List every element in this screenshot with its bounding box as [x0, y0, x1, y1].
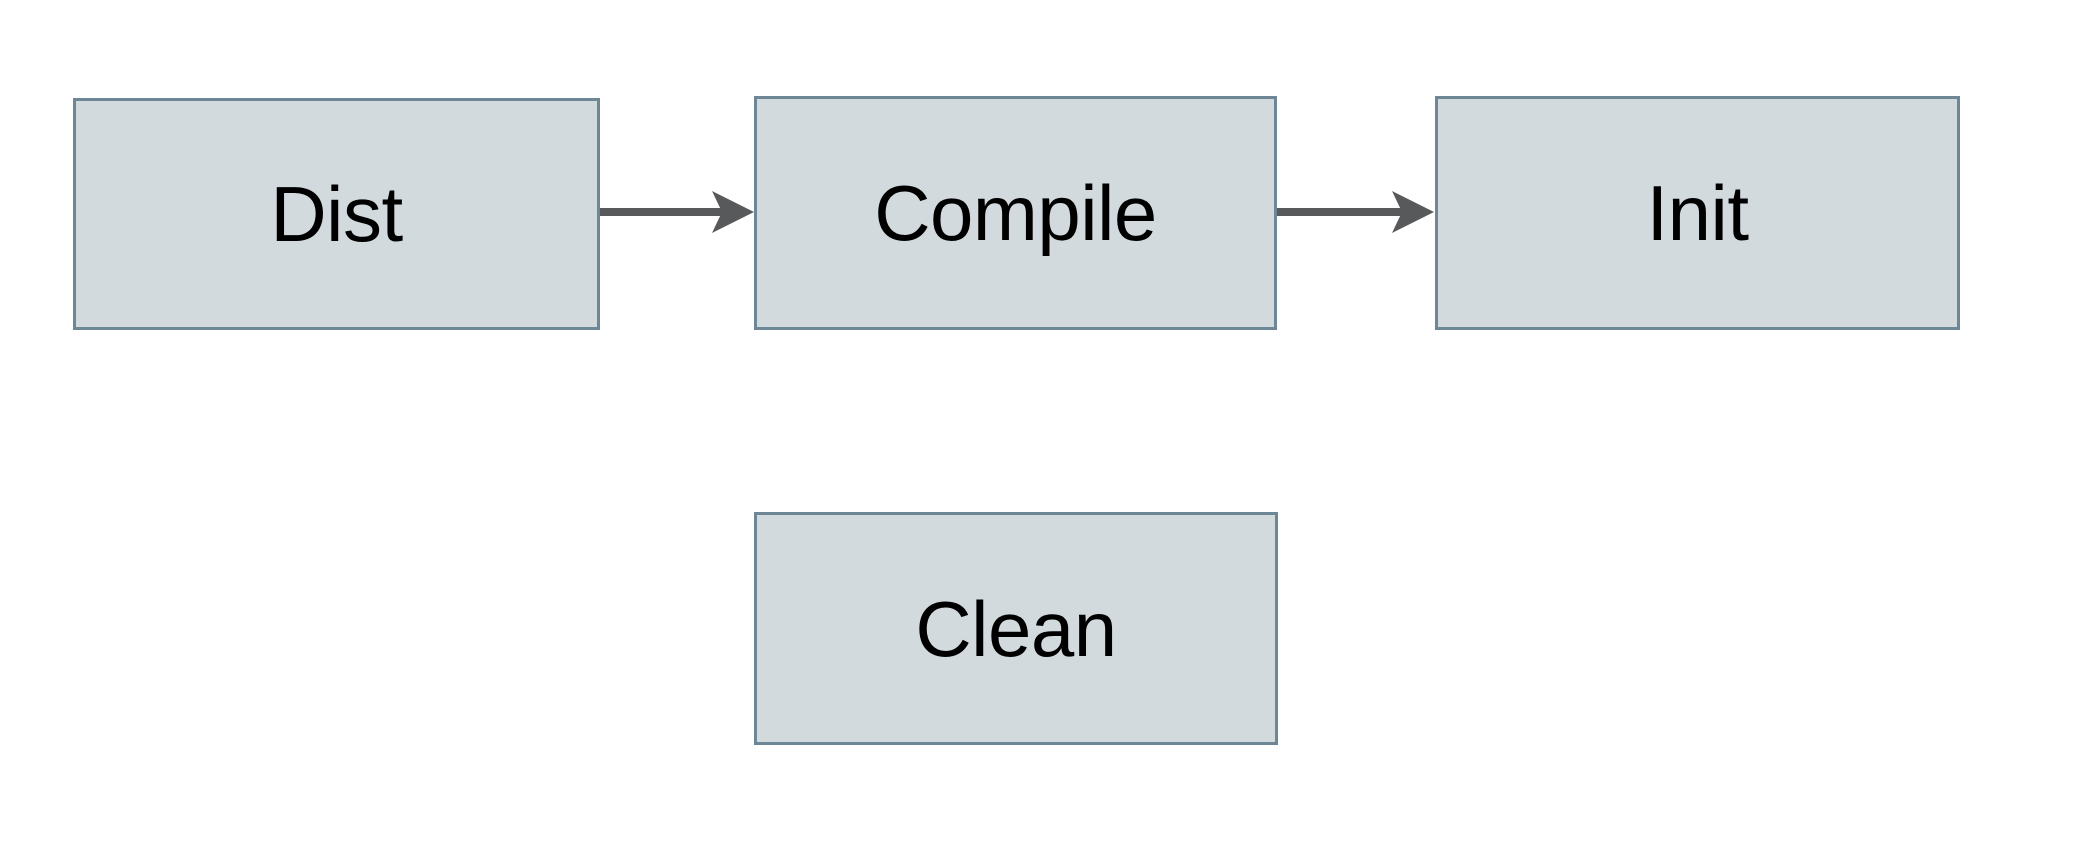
edge-compile-to-init [1277, 191, 1434, 233]
edge-dist-to-compile-arrowhead [712, 191, 754, 233]
node-clean-label: Clean [915, 584, 1117, 673]
node-clean[interactable]: Clean [754, 512, 1278, 745]
node-dist-label: Dist [270, 170, 403, 258]
edge-dist-to-compile [597, 191, 754, 233]
node-compile-label: Compile [874, 169, 1157, 257]
node-compile[interactable]: Compile [754, 96, 1277, 330]
node-dist[interactable]: Dist [73, 98, 600, 330]
node-init-label: Init [1646, 169, 1749, 257]
edge-compile-to-init-arrowhead [1392, 191, 1434, 233]
node-init[interactable]: Init [1435, 96, 1960, 330]
